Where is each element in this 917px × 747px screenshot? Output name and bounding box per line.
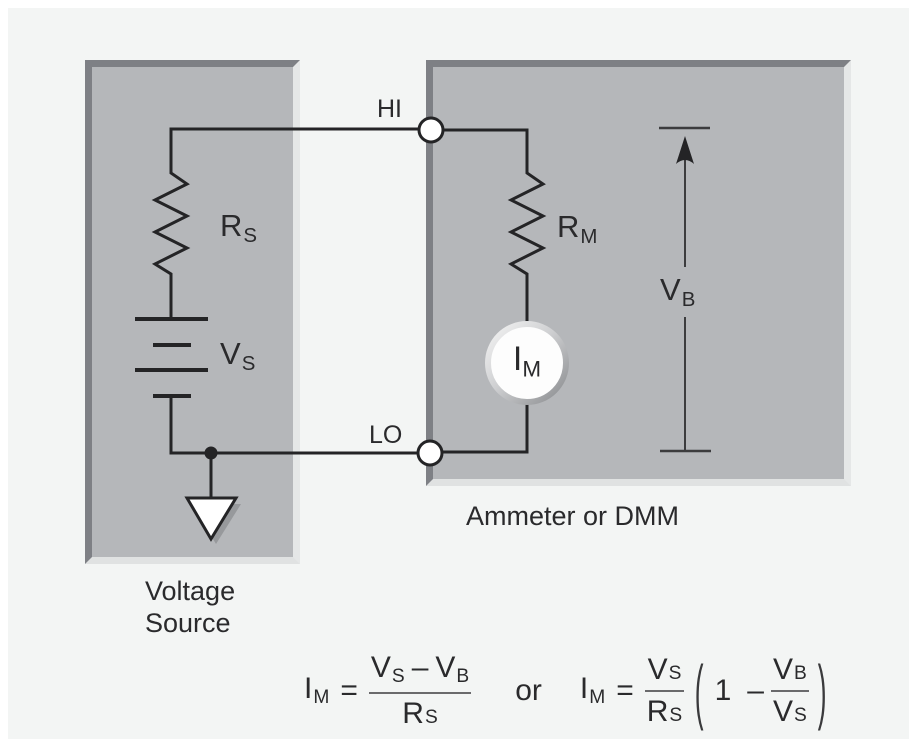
label-im-meter: IM (512, 340, 542, 382)
equals-sign-2: = (616, 674, 634, 707)
ground-symbol (184, 496, 239, 542)
meter-resistor-wire (442, 128, 547, 322)
close-paren: ) (817, 650, 827, 732)
or-word: or (515, 674, 542, 707)
voltage-source-panel (85, 60, 300, 564)
circuit-wiring (135, 116, 711, 544)
minus-sign: – (747, 674, 764, 707)
formula-lhs1: IM (304, 672, 330, 709)
lo-terminal (416, 439, 444, 467)
lo-terminal-label: LO (369, 421, 403, 449)
label-vs: VS (220, 336, 256, 375)
voltage-source-caption: Voltage Source (145, 576, 236, 638)
source-resistor-wire (151, 127, 419, 319)
numeral-one: 1 (714, 674, 732, 707)
label-rm: RM (557, 209, 598, 248)
source-low-wire (169, 396, 418, 455)
fraction-bar (644, 690, 685, 692)
hi-terminal (417, 116, 445, 144)
junction-dot (204, 446, 218, 460)
fraction-bar (368, 691, 472, 694)
hi-terminal-label: HI (377, 95, 402, 123)
label-vb: VB (660, 272, 696, 311)
ammeter-caption: Ammeter or DMM (466, 501, 680, 531)
vb-arrowhead (676, 136, 694, 164)
open-paren: ( (695, 650, 704, 732)
fraction-bar (770, 690, 809, 692)
current-meter-circle (485, 321, 569, 405)
label-rs: RS (220, 208, 258, 247)
equals-sign: = (340, 674, 358, 707)
meter-low-wire (442, 404, 529, 454)
formula-lhs2: IM (579, 672, 606, 709)
